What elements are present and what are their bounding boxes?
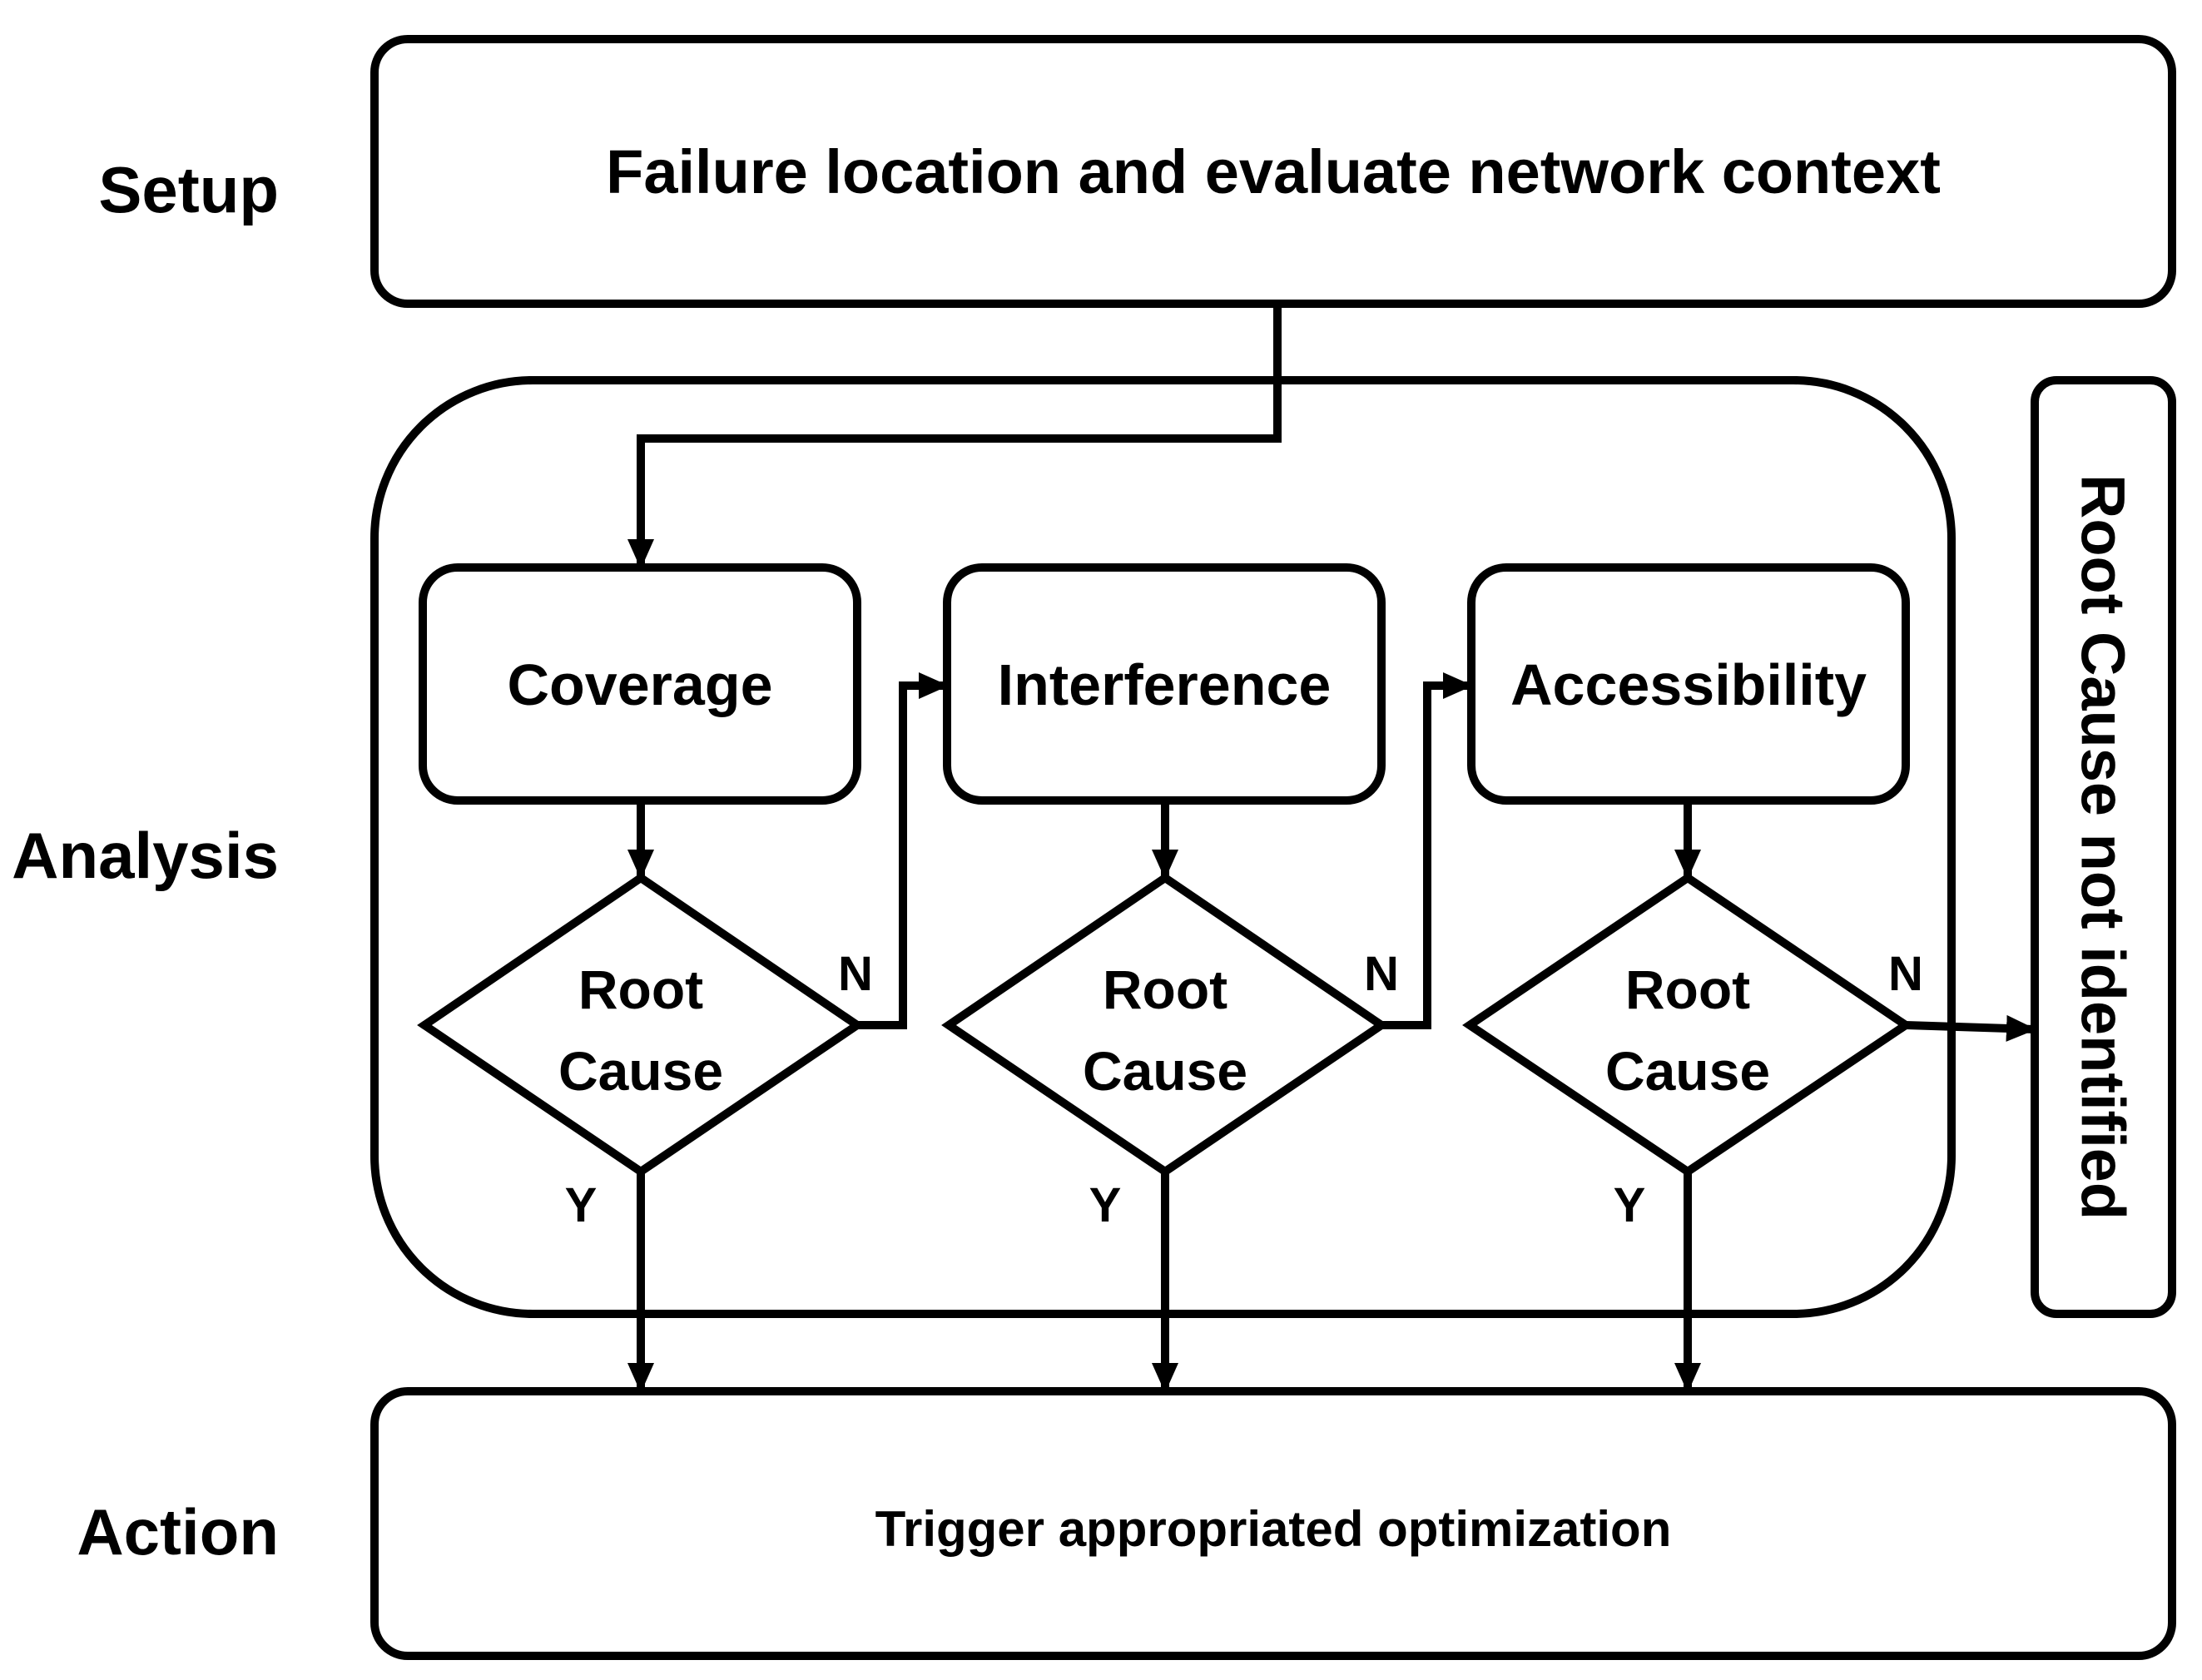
accessibility-no-label: N [1888,947,1923,1001]
phase-label-analysis: Analysis [12,819,279,892]
coverage-decision-diamond [417,872,865,1177]
action-box-label: Trigger appropriated optimization [875,1501,1672,1557]
interference-decision-line2: Cause [1083,1040,1247,1102]
interference-no-label: N [1364,947,1399,1001]
coverage-yes-label: Y [565,1178,598,1232]
interference-label: Interference [998,652,1332,717]
accessibility-decision-line1: Root [1625,959,1750,1020]
action-box: Trigger appropriated optimization [370,1387,2176,1660]
connectors [627,304,2036,1393]
accessibility-decision-line2: Cause [1605,1040,1770,1102]
interference-decision-diamond [941,872,1389,1177]
interference-yes-label: Y [1089,1178,1122,1232]
not-identified-label: Root Cause not identified [2069,474,2138,1220]
arrow-accessibility-no [1905,1014,2036,1042]
arrow-setup-to-coverage [627,304,1282,569]
step-accessibility: Accessibility Root Cause N Y [1462,563,1923,1232]
phase-label-setup: Setup [98,153,279,226]
interference-decision-line1: Root [1103,959,1227,1020]
accessibility-decision-diamond [1462,872,1913,1177]
accessibility-label: Accessibility [1510,652,1867,717]
step-coverage: Coverage Root Cause N Y [417,563,873,1232]
setup-box-label: Failure location and evaluate network co… [606,137,1941,206]
setup-box: Failure location and evaluate network co… [370,35,2176,308]
arrow-coverage-no [857,672,949,1029]
coverage-decision-line2: Cause [558,1040,723,1102]
coverage-no-label: N [838,947,873,1001]
not-identified-box: Root Cause not identified [2031,376,2176,1318]
step-interference: Interference Root Cause N Y [941,563,1399,1232]
phase-label-action: Action [77,1495,279,1568]
accessibility-yes-label: Y [1614,1178,1646,1232]
arrow-interference-no [1381,672,1473,1029]
coverage-decision-line1: Root [578,959,703,1020]
coverage-label: Coverage [507,652,772,717]
